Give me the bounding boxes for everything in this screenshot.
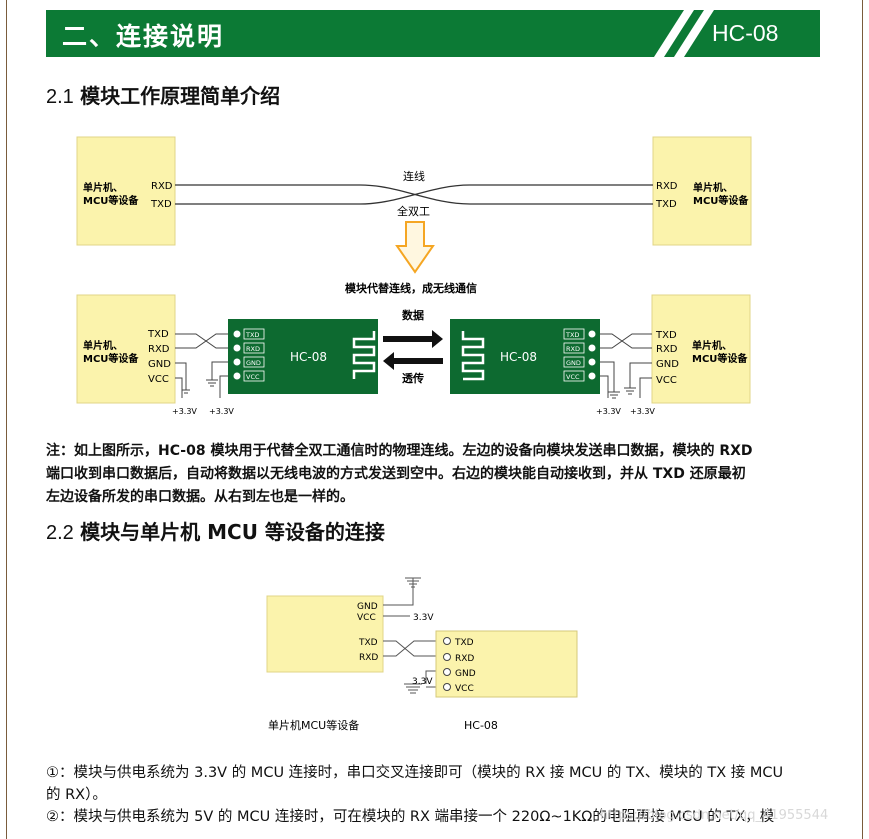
module-pin-txd: TXD [454,638,474,648]
bottom-right-gnd: GND [656,359,679,370]
module-box [435,630,578,698]
mcu-pin-vcc: VCC [357,613,376,623]
top-right-device-line2: MCU等设备 [693,194,749,207]
footer-line: ②：模块与供电系统为 5V 的 MCU 连接时，可在模块的 RX 端串接一个 2… [46,809,775,825]
right-supply-2: +3.3V [630,407,655,416]
top-left-txd: TXD [150,199,172,210]
watermark: https://blog.csdn.net/qq_41955544 [600,808,829,823]
passthrough-label: 透传 [402,371,424,385]
section-1-heading: 2.1 模块工作原理简单介绍 [46,80,280,109]
banner-model: HC-08 [712,20,779,46]
left-supply-1: +3.3V [172,407,197,416]
mcu-caption: 单片机MCU等设备 [268,718,359,732]
right-module-pins [563,328,596,382]
note-line: 左边设备所发的串口数据。从右到左也是一样的。 [46,489,354,505]
mcu-pin-rxd: RXD [359,653,378,663]
left-module-pin-vcc: VCC [246,373,260,381]
mcu-pin-txd: TXD [358,638,378,648]
wire-label: 连线 [403,169,425,183]
mcu-connection-diagram: GND VCC TXD RXD 3.3V 3.3V TXD RXD GND VC… [266,577,578,732]
replace-caption: 模块代替连线，成无线通信 [345,281,477,295]
top-left-device-line1: 单片机、 [83,181,123,194]
mcu-box [266,595,384,673]
top-left-rxd: RXD [151,181,173,192]
mcu-supply-label: 3.3V [413,613,434,623]
module-pin-gnd: GND [455,669,476,679]
arrow-left [383,352,443,370]
module-pin-vcc: VCC [455,684,474,694]
bottom-left-rxd: RXD [148,344,170,355]
page-border-left [6,0,7,839]
bottom-right-device-box [651,294,751,404]
footer-line: ①：模块与供电系统为 3.3V 的 MCU 连接时，串口交叉连接即可（模块的 R… [46,765,784,781]
arrow-right [383,330,443,348]
mcu-wiring [383,577,441,694]
footer-line: 的 RX）。 [46,787,107,803]
right-module-pin-gnd: GND [566,359,581,367]
right-supply-1: +3.3V [596,407,621,416]
section-1-title: 模块工作原理简单介绍 [80,84,281,108]
note-line: 端口收到串口数据后，自动将数据以无线电波的方式发送到空中。右边的模块能自动接收到… [46,466,746,482]
section-banner: 二、连接说明 HC-08 [46,10,820,57]
right-module-pin-rxd: RXD [566,345,580,353]
bottom-left-txd: TXD [147,329,169,340]
banner-stripes [654,10,714,57]
left-module-pin-txd: TXD [245,331,259,339]
left-module-pin-rxd: RXD [246,345,260,353]
top-left-device-box [76,136,176,246]
page-border-right [862,0,863,839]
section-2-number: 2.2 [46,522,74,544]
banner-title: 二、连接说明 [62,22,225,51]
top-right-device-box [652,136,752,246]
top-right-rxd: RXD [656,181,678,192]
bottom-right-vcc: VCC [656,375,677,386]
bottom-left-device-line2: MCU等设备 [83,352,139,365]
left-module-pin-gnd: GND [246,359,261,367]
wire-txd-to-rxd [175,184,653,205]
bottom-right-device-line2: MCU等设备 [692,352,748,365]
bottom-right-txd: TXD [655,330,677,341]
left-module-pins [233,328,265,382]
note-line: 注：如上图所示，HC-08 模块用于代替全双工通信时的物理连线。左边的设备向模块… [46,443,753,459]
left-module-name: HC-08 [290,350,327,364]
footer-paragraph: ①：模块与供电系统为 3.3V 的 MCU 连接时，串口交叉连接即可（模块的 R… [46,762,821,828]
bottom-left-vcc: VCC [148,374,169,385]
top-right-device-line1: 单片机、 [693,181,733,194]
note-paragraph: 注：如上图所示，HC-08 模块用于代替全双工通信时的物理连线。左边的设备向模块… [46,440,821,509]
bottom-left-gnd: GND [148,359,171,370]
top-left-device-line2: MCU等设备 [83,194,139,207]
duplex-label: 全双工 [397,204,430,218]
working-principle-diagram: 单片机、 MCU等设备 RXD TXD 单片机、 MCU等设备 RXD TXD … [76,136,752,416]
right-module-antenna [461,331,485,381]
down-arrow [395,221,435,274]
right-module-wiring [600,333,652,399]
left-module-wiring [175,333,236,398]
section-1-number: 2.1 [46,86,74,108]
section-2-title: 模块与单片机 MCU 等设备的连接 [80,520,385,544]
module-pin-rxd: RXD [455,654,474,664]
mcu-pin-gnd: GND [357,602,378,612]
bottom-right-device-line1: 单片机、 [692,339,732,352]
module-supply-label: 3.3V [412,677,433,687]
left-supply-2: +3.3V [209,407,234,416]
top-right-txd: TXD [655,199,677,210]
bottom-left-device-box [76,294,176,404]
bottom-right-rxd: RXD [656,344,678,355]
right-module-name: HC-08 [500,350,537,364]
module-caption: HC-08 [464,719,498,732]
module-pin-circles [443,637,451,691]
section-2-heading: 2.2 模块与单片机 MCU 等设备的连接 [46,516,385,545]
right-module-pin-txd: TXD [565,331,579,339]
right-module-board [450,319,600,394]
left-module-antenna [352,331,376,379]
bottom-left-device-line1: 单片机、 [83,339,123,352]
data-label: 数据 [402,308,424,322]
right-module-pin-vcc: VCC [566,373,580,381]
